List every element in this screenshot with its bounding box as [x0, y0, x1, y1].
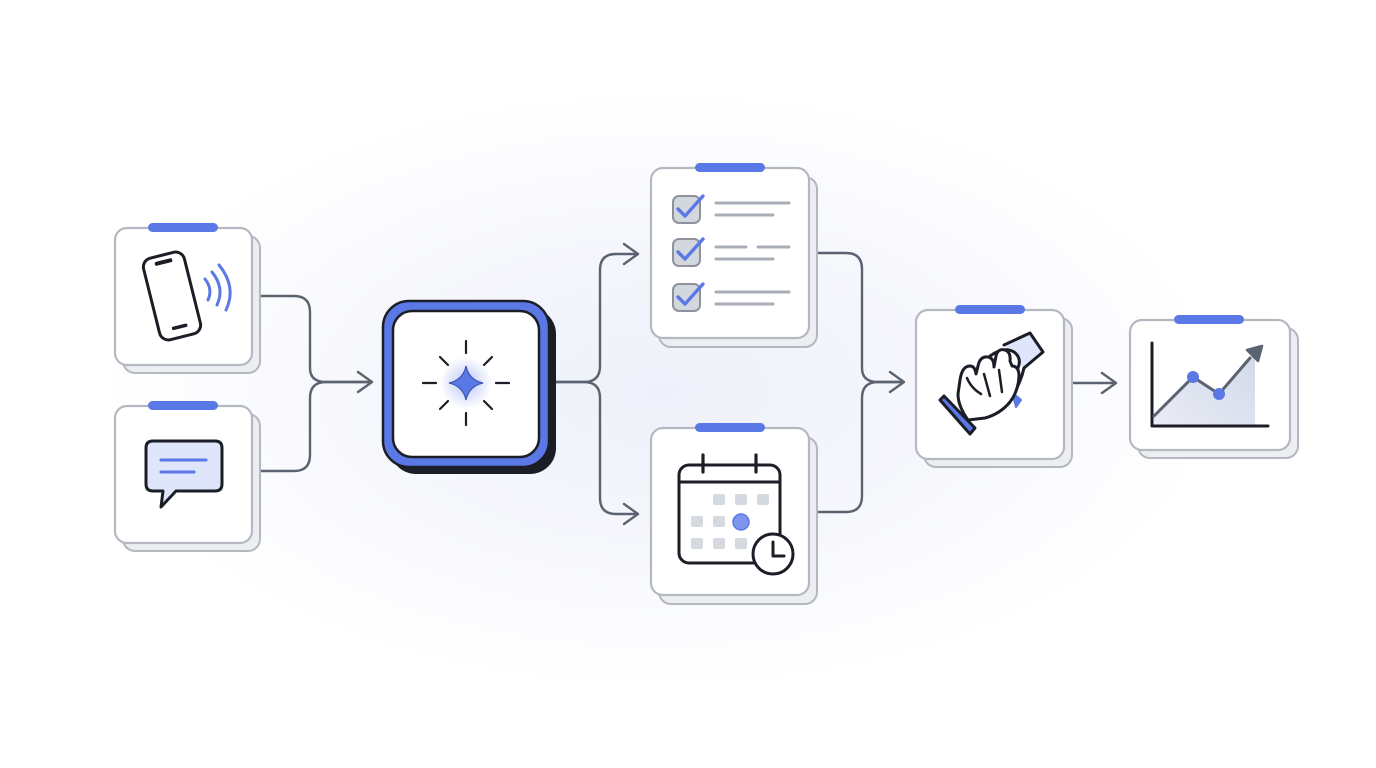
- card-tab: [955, 305, 1025, 314]
- checklist-row: [672, 237, 791, 267]
- node-message-input[interactable]: [113, 401, 261, 552]
- chat-bubble-icon: [144, 439, 224, 509]
- connector-phone-to-hub: [254, 294, 372, 384]
- connector-calendar-to-handshake: [808, 380, 904, 514]
- calendar-clock-icon: [677, 453, 795, 576]
- node-growth-chart[interactable]: [1128, 315, 1299, 459]
- connector-hub-to-calendar: [554, 380, 638, 516]
- connector-message-to-hub: [254, 380, 372, 473]
- arrowhead-calendar-in: [622, 502, 640, 526]
- arrowhead-hub-in: [356, 370, 374, 394]
- card-tab: [695, 163, 765, 172]
- growth-chart-icon: [1150, 341, 1270, 428]
- checklist-icon: [672, 194, 791, 312]
- node-phone-input[interactable]: [113, 223, 261, 374]
- node-handshake[interactable]: [914, 305, 1073, 468]
- connector-hub-to-checklist: [554, 252, 638, 384]
- phone-signal-icon: [141, 250, 232, 342]
- checklist-row: [672, 282, 791, 312]
- sparkle-icon: [421, 339, 511, 427]
- node-task-checklist[interactable]: [649, 163, 818, 348]
- connector-checklist-to-handshake: [808, 251, 904, 384]
- card-tab: [1174, 315, 1244, 324]
- card-tab: [148, 223, 218, 232]
- node-scheduling[interactable]: [649, 423, 818, 605]
- arrowhead-chart-in: [1100, 371, 1118, 395]
- arrowhead-handshake-in: [888, 370, 906, 394]
- card-tab: [695, 423, 765, 432]
- card-tab: [148, 401, 218, 410]
- arrowhead-checklist-in: [622, 242, 640, 266]
- handshake-icon: [938, 331, 1045, 436]
- checklist-row: [672, 194, 791, 224]
- node-ai-hub[interactable]: [381, 299, 556, 474]
